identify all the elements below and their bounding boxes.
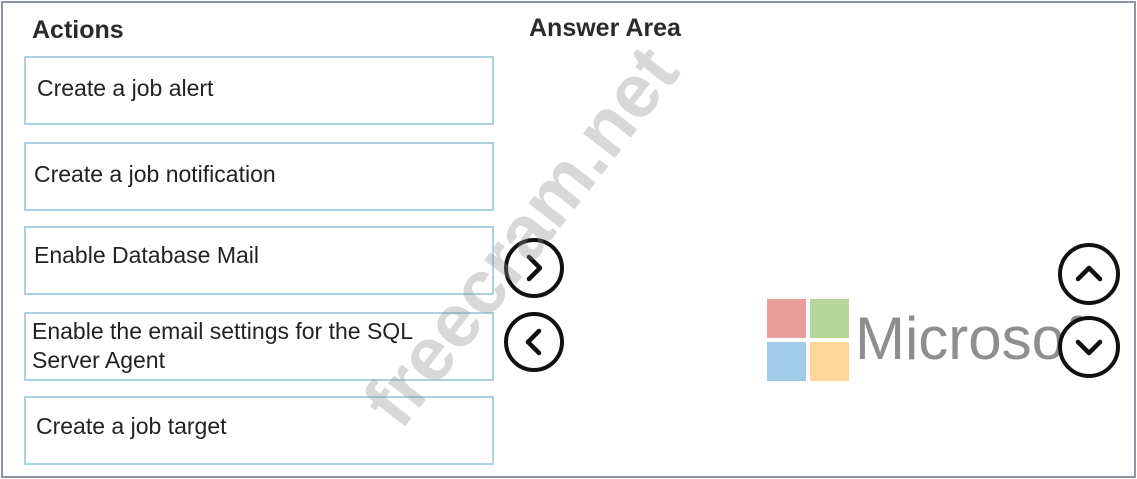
answer-area-heading: Answer Area xyxy=(529,14,681,42)
logo-red-square xyxy=(767,299,806,338)
chevron-down-icon xyxy=(1075,339,1103,356)
action-item-label: Enable Database Mail xyxy=(34,242,260,268)
action-item-label: Enable the email settings for the SQL Se… xyxy=(32,318,413,373)
chevron-up-icon xyxy=(1075,265,1103,282)
move-down-button[interactable] xyxy=(1058,316,1120,378)
microsoft-logo-icon xyxy=(767,299,849,381)
action-item-label: Create a job alert xyxy=(37,75,214,101)
move-left-button[interactable] xyxy=(504,312,564,372)
logo-blue-square xyxy=(767,342,806,381)
action-item-create-job-alert[interactable]: Create a job alert xyxy=(24,56,494,125)
action-item-create-job-target[interactable]: Create a job target xyxy=(24,396,494,465)
chevron-left-icon xyxy=(525,328,542,356)
logo-green-square xyxy=(810,299,849,338)
chevron-right-icon xyxy=(526,254,543,282)
action-item-create-job-notification[interactable]: Create a job notification xyxy=(24,142,494,211)
action-item-label: Create a job target xyxy=(36,413,227,439)
move-up-button[interactable] xyxy=(1058,243,1120,305)
action-item-enable-database-mail[interactable]: Enable Database Mail xyxy=(24,226,494,295)
action-item-label: Create a job notification xyxy=(34,161,276,187)
actions-heading: Actions xyxy=(32,16,124,44)
move-right-button[interactable] xyxy=(504,238,564,298)
action-item-enable-sql-agent-email-settings[interactable]: Enable the email settings for the SQL Se… xyxy=(24,312,494,381)
microsoft-wordmark: Microsoft xyxy=(855,305,1099,372)
logo-yellow-square xyxy=(810,342,849,381)
